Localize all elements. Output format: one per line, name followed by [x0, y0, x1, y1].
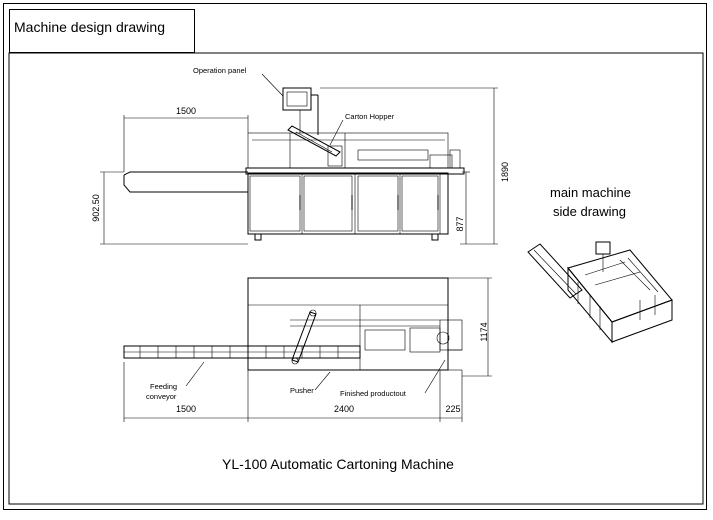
- front-conveyor: [123, 171, 248, 176]
- dim-top-machine: 2400: [334, 404, 354, 414]
- front-view: 1500 902.50 1890 877 Operation panel Car…: [91, 66, 510, 245]
- dim-top-conveyor: 1500: [176, 404, 196, 414]
- front-cabinet: [247, 172, 449, 235]
- dim-front-table-height: 902.50: [91, 194, 101, 222]
- label-carton-hopper: Carton Hopper: [345, 112, 395, 121]
- label-operation-panel: Operation panel: [193, 66, 247, 75]
- label-conveyor: conveyor: [146, 392, 177, 401]
- dim-top-extra: 225: [445, 404, 460, 414]
- dim-front-height-total: 1890: [500, 162, 510, 182]
- top-view: 1500 2400 225 1174 Feeding conveyor Push…: [123, 277, 492, 422]
- label-feeding: Feeding: [150, 382, 177, 391]
- drawing-caption: YL-100 Automatic Cartoning Machine: [222, 456, 454, 472]
- front-upper-frame: [247, 132, 449, 169]
- label-pusher: Pusher: [290, 386, 314, 395]
- label-side-drawing-1: main machine: [550, 185, 631, 200]
- page-title: Machine design drawing: [14, 19, 165, 35]
- operation-panel: [282, 87, 312, 111]
- dim-front-body-height: 877: [455, 216, 465, 231]
- inner-frame: [8, 52, 704, 505]
- side-perspective-view: [527, 241, 673, 344]
- carton-hopper: [287, 125, 341, 157]
- dim-top-depth: 1174: [479, 322, 489, 341]
- label-finished-product: Finished productout: [340, 389, 407, 398]
- top-main-body: [247, 277, 449, 371]
- drawing-border: [3, 3, 707, 510]
- label-side-drawing-2: side drawing: [553, 204, 626, 219]
- pusher-arm: [291, 311, 317, 363]
- dim-front-conveyor: 1500: [176, 106, 196, 116]
